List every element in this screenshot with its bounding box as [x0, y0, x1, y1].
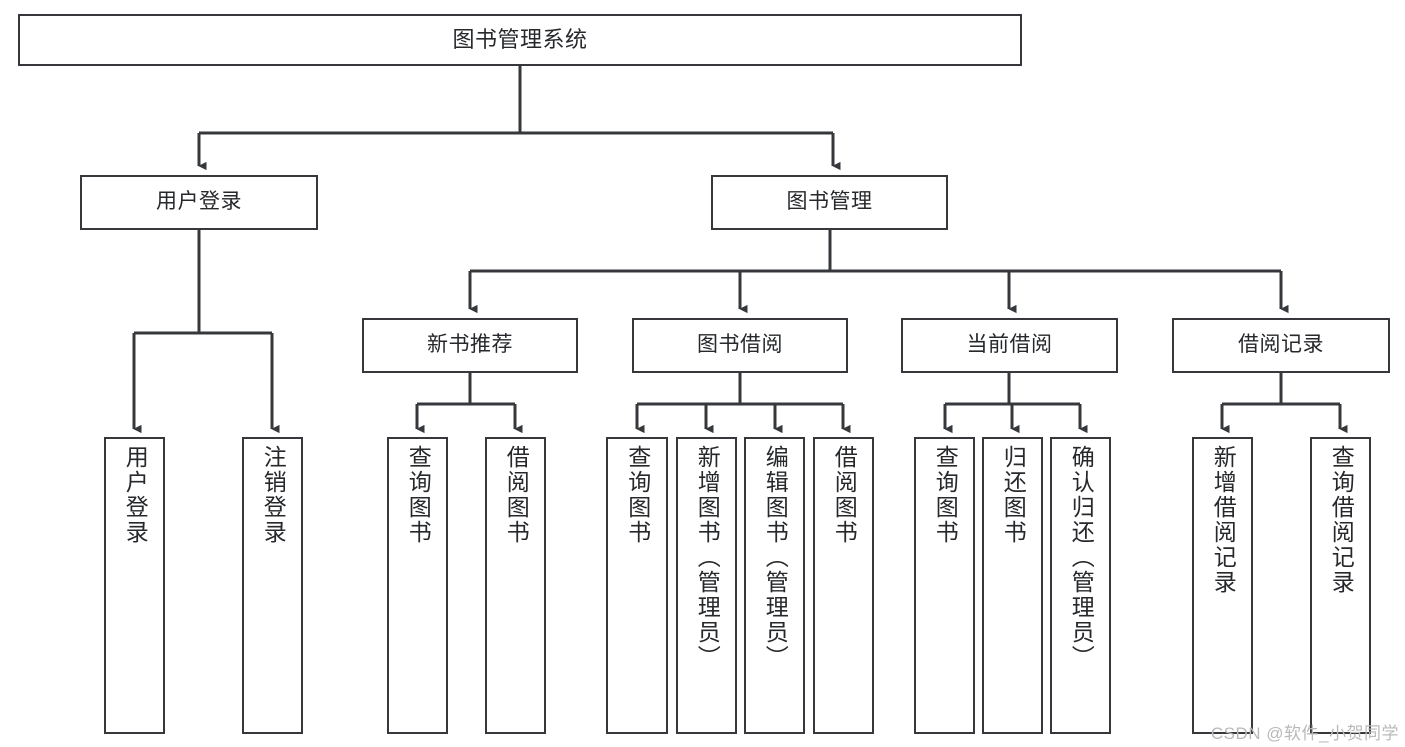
- node-label: 编辑图书（管理员）: [762, 445, 789, 670]
- node-label: 新增图书（管理员）: [694, 445, 721, 670]
- node-label: 查询借阅记录: [1328, 445, 1355, 595]
- node-label: 用户登录: [122, 445, 149, 545]
- node-label: 用户登录: [156, 190, 242, 214]
- node-current-borrow[interactable]: 当前借阅: [901, 318, 1118, 373]
- node-book-borrow[interactable]: 图书借阅: [632, 318, 848, 373]
- node-leaf-query-book-recommend[interactable]: 查询图书: [387, 437, 448, 734]
- node-leaf-query-book-current[interactable]: 查询图书: [914, 437, 975, 734]
- node-label: 借阅图书: [503, 445, 530, 545]
- node-label: 新书推荐: [427, 333, 513, 357]
- node-user-login[interactable]: 用户登录: [80, 175, 318, 230]
- node-label: 借阅图书: [831, 445, 858, 545]
- watermark-text: CSDN @软件_小贺同学: [1210, 724, 1399, 743]
- node-leaf-add-book-admin[interactable]: 新增图书（管理员）: [676, 437, 737, 734]
- node-leaf-user-login[interactable]: 用户登录: [104, 437, 165, 734]
- node-leaf-borrow-book-recommend[interactable]: 借阅图书: [485, 437, 546, 734]
- node-label: 注销登录: [260, 445, 287, 545]
- node-leaf-logout[interactable]: 注销登录: [242, 437, 303, 734]
- node-label: 归还图书: [1000, 445, 1027, 545]
- node-leaf-return-book[interactable]: 归还图书: [982, 437, 1043, 734]
- node-root-book-management-system[interactable]: 图书管理系统: [18, 14, 1022, 66]
- node-label: 确认归还（管理员）: [1068, 445, 1095, 670]
- node-label: 图书管理: [786, 190, 873, 214]
- node-leaf-query-borrow-record[interactable]: 查询借阅记录: [1310, 437, 1371, 734]
- node-leaf-confirm-return-admin[interactable]: 确认归还（管理员）: [1050, 437, 1111, 734]
- node-label: 当前借阅: [966, 333, 1053, 357]
- node-label: 查询图书: [624, 445, 651, 545]
- node-label: 查询图书: [405, 445, 432, 545]
- node-label: 新增借阅记录: [1210, 445, 1237, 595]
- node-label: 查询图书: [932, 445, 959, 545]
- node-new-book-recommend[interactable]: 新书推荐: [362, 318, 578, 373]
- node-leaf-borrow-book[interactable]: 借阅图书: [813, 437, 874, 734]
- node-label: 图书借阅: [697, 333, 783, 357]
- node-label: 图书管理系统: [452, 27, 588, 53]
- node-label: 借阅记录: [1238, 333, 1324, 357]
- node-book-management[interactable]: 图书管理: [711, 175, 948, 230]
- node-leaf-edit-book-admin[interactable]: 编辑图书（管理员）: [744, 437, 805, 734]
- node-leaf-query-book-borrow[interactable]: 查询图书: [606, 437, 668, 734]
- node-leaf-add-borrow-record[interactable]: 新增借阅记录: [1192, 437, 1253, 734]
- node-borrow-record[interactable]: 借阅记录: [1172, 318, 1390, 373]
